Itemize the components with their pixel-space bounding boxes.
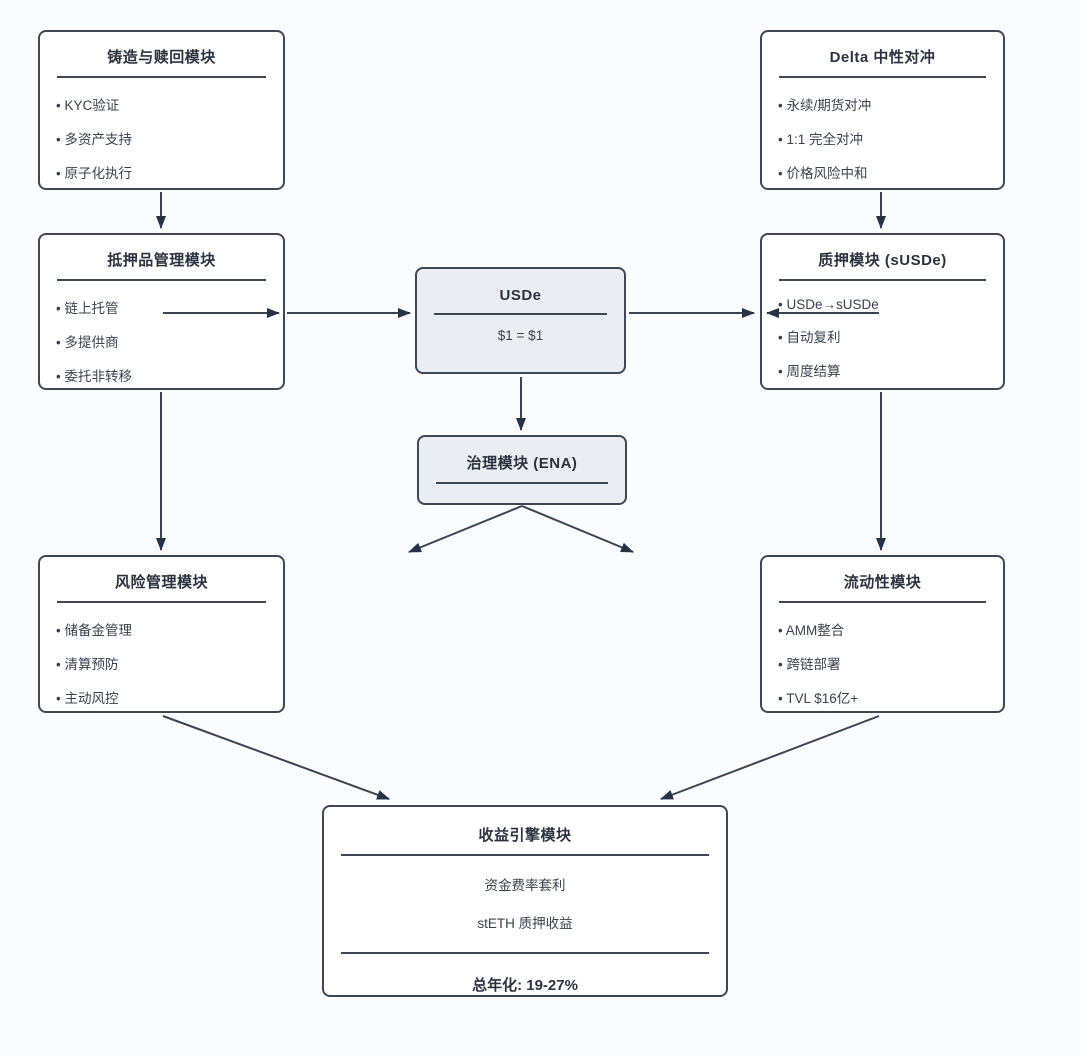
list-item: 周度结算 (778, 360, 995, 380)
node-collateral-management: 抵押品管理模块 链上托管 多提供商 委托非转移 (38, 233, 285, 390)
node-title: 流动性模块 (843, 574, 922, 591)
list-item: 链上托管 (56, 297, 275, 317)
section-divider (341, 952, 709, 954)
list-item: AMM整合 (778, 619, 995, 639)
title-divider (779, 279, 986, 281)
list-item: 原子化执行 (56, 162, 275, 182)
title-divider (57, 76, 266, 78)
list-item: 多提供商 (56, 331, 275, 351)
total-apy: 总年化: 19-27% (472, 977, 578, 994)
title-divider (57, 279, 266, 281)
node-title: 风险管理模块 (114, 574, 208, 591)
title-divider (436, 482, 608, 484)
arrow-risk-to-yield (162, 715, 390, 800)
list-item: 清算预防 (56, 653, 275, 673)
node-liquidity: 流动性模块 AMM整合 跨链部署 TVL $16亿+ (760, 555, 1005, 713)
node-risk-management: 风险管理模块 储备金管理 清算预防 主动风控 (38, 555, 285, 713)
title-divider (434, 313, 607, 315)
list-item: 永续/期货对冲 (778, 94, 995, 114)
bullet-list: KYC验证 多资产支持 原子化执行 (40, 94, 283, 182)
node-staking-susde: 质押模块 (sUSDe) USDe→sUSDe 自动复利 周度结算 (760, 233, 1005, 390)
yield-source: 资金费率套利 (484, 878, 566, 893)
node-title: 铸造与赎回模块 (107, 49, 216, 66)
node-title: 质押模块 (sUSDe) (818, 252, 947, 269)
node-governance-ena: 治理模块 (ENA) (417, 435, 627, 505)
title-divider (779, 601, 986, 603)
bullet-list: 储备金管理 清算预防 主动风控 (40, 619, 283, 707)
arrow-governance-right (521, 505, 634, 553)
list-item: 多资产支持 (56, 128, 275, 148)
list-item: 价格风险中和 (778, 162, 995, 182)
node-title: 抵押品管理模块 (107, 252, 216, 269)
list-item: 1:1 完全对冲 (778, 128, 995, 148)
bullet-list: 链上托管 多提供商 委托非转移 (40, 297, 283, 385)
list-item: 委托非转移 (56, 365, 275, 385)
list-item: 跨链部署 (778, 653, 995, 673)
node-title: USDe (499, 287, 542, 304)
list-item: 自动复利 (778, 326, 995, 346)
bullet-list: AMM整合 跨链部署 TVL $16亿+ (762, 619, 1003, 707)
peg-value: $1 = $1 (497, 328, 544, 343)
title-divider (779, 76, 986, 78)
arrow-governance-left (408, 505, 523, 553)
node-yield-engine: 收益引擎模块 资金费率套利 stETH 质押收益 总年化: 19-27% (322, 805, 728, 997)
node-title: 收益引擎模块 (478, 827, 572, 844)
list-item: TVL $16亿+ (778, 687, 995, 707)
node-title: 治理模块 (ENA) (466, 455, 578, 472)
title-divider (341, 854, 709, 856)
bullet-list: USDe→sUSDe 自动复利 周度结算 (762, 297, 1003, 380)
arrow-liquidity-to-yield (660, 715, 880, 800)
list-item: USDe→sUSDe (778, 297, 995, 312)
yield-source: stETH 质押收益 (477, 916, 573, 931)
node-mint-redeem: 铸造与赎回模块 KYC验证 多资产支持 原子化执行 (38, 30, 285, 190)
node-usde: USDe $1 = $1 (415, 267, 626, 374)
bullet-list: 永续/期货对冲 1:1 完全对冲 价格风险中和 (762, 94, 1003, 182)
list-item: 主动风控 (56, 687, 275, 707)
node-delta-hedge: Delta 中性对冲 永续/期货对冲 1:1 完全对冲 价格风险中和 (760, 30, 1005, 190)
list-item: KYC验证 (56, 94, 275, 114)
title-divider (57, 601, 266, 603)
node-title: Delta 中性对冲 (829, 49, 936, 66)
list-item: 储备金管理 (56, 619, 275, 639)
